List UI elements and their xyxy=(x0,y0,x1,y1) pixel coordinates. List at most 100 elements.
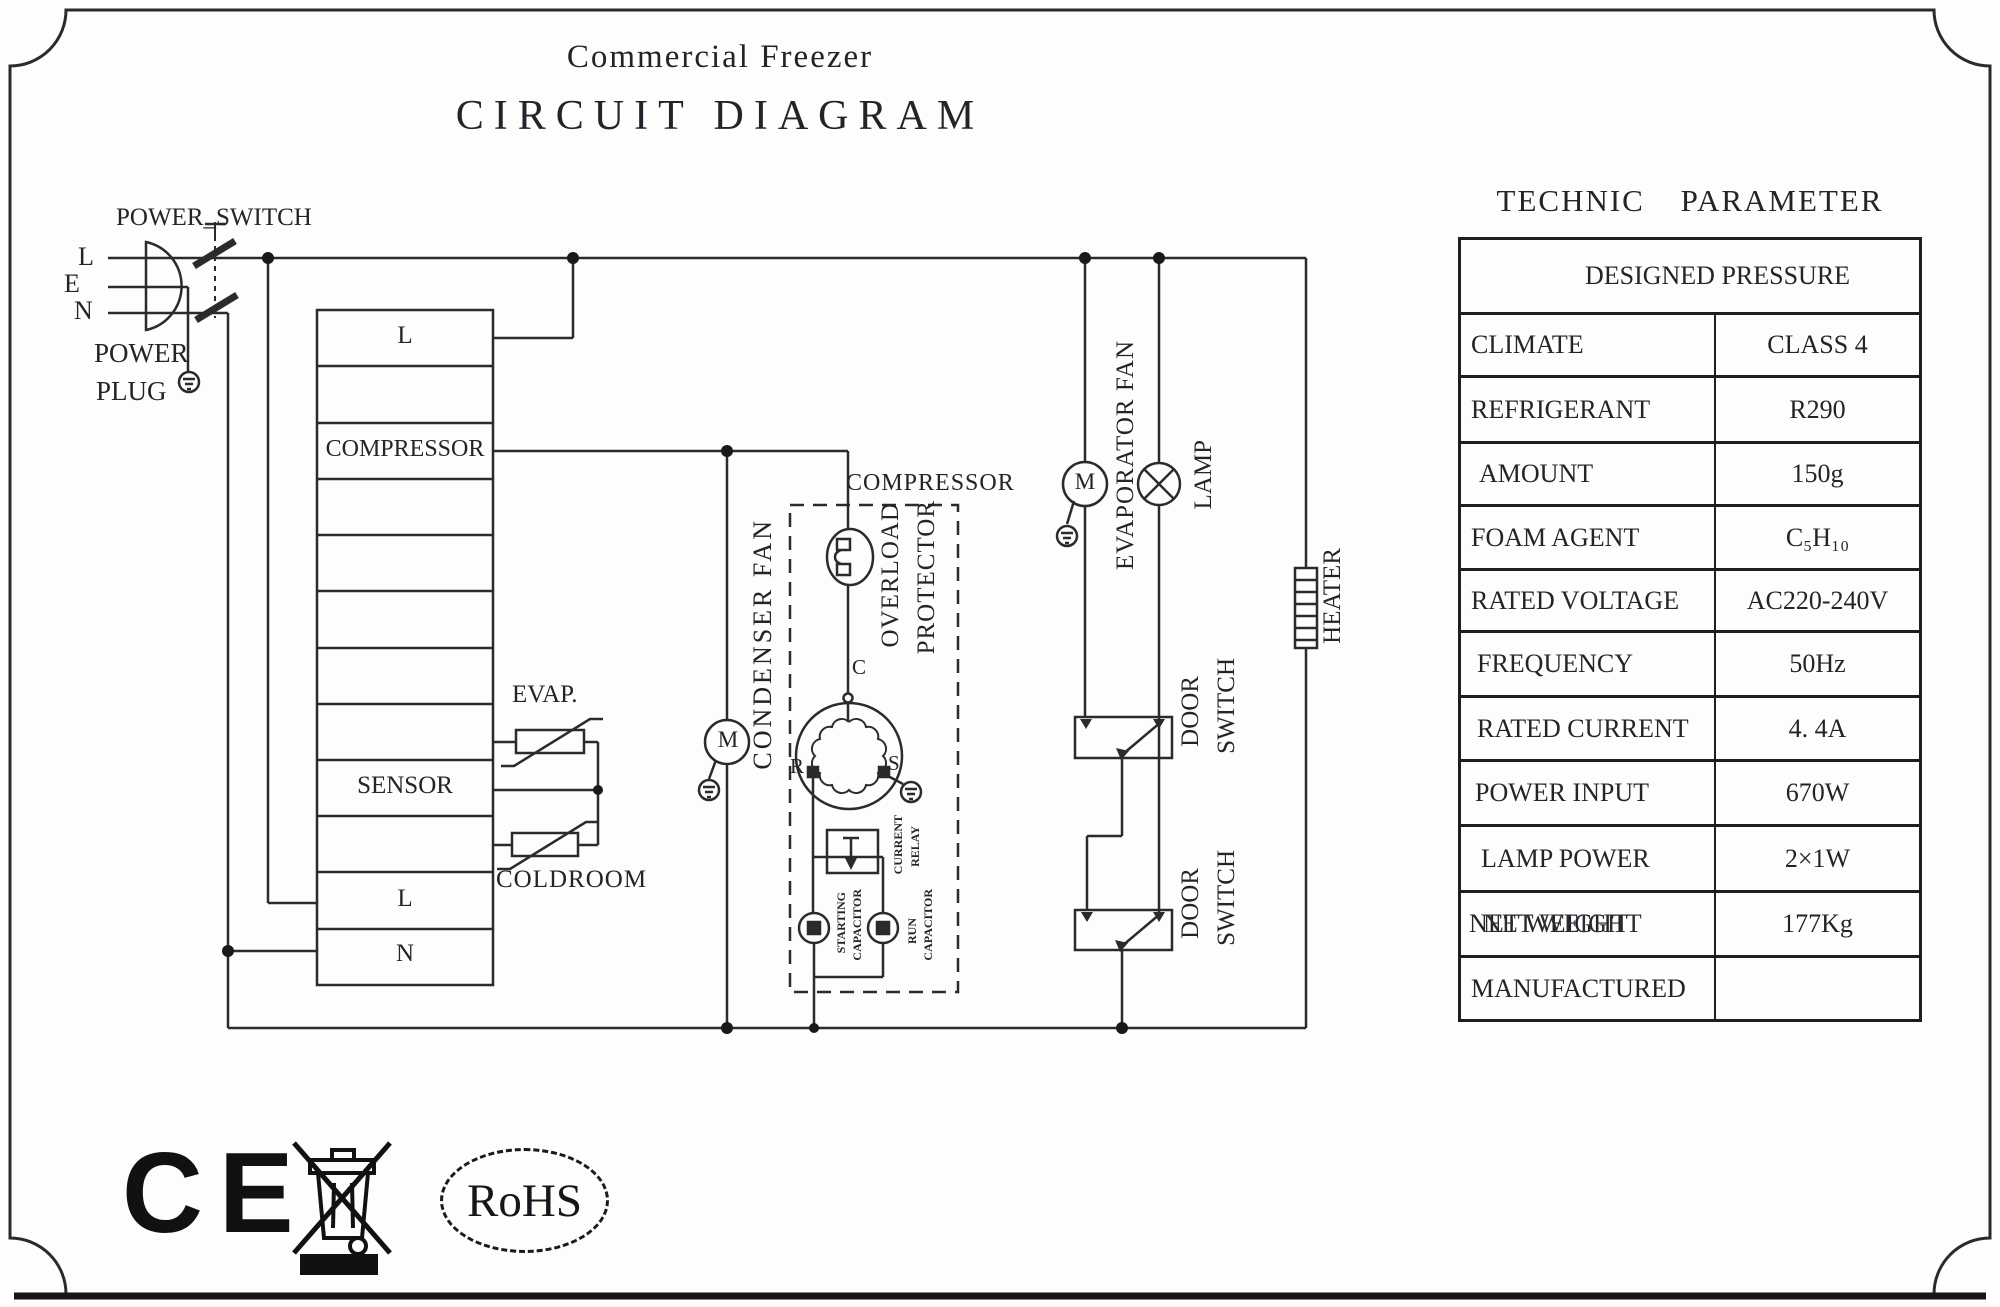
compressor-motor-icon xyxy=(794,692,904,811)
compressor-enclosure-box xyxy=(788,503,960,994)
sensor-wires xyxy=(493,742,600,845)
evaporator-thermistor-icon xyxy=(493,717,603,768)
power-switch-label: POWER_SWITCH xyxy=(116,204,312,231)
row-label: AMOUNT xyxy=(1461,444,1716,504)
heater-label: HEATER xyxy=(1319,548,1346,644)
capacitor-wires xyxy=(812,943,885,1028)
starting-capacitor-label-2: CAPACITOR xyxy=(850,889,864,961)
door-switch-link-wires xyxy=(1085,758,1124,910)
row-value: 2×1W xyxy=(1784,843,1851,873)
row-value: CLASS 4 xyxy=(1767,330,1868,359)
condenser-fan-ground-icon xyxy=(697,778,721,802)
terminal-s-label: S xyxy=(888,751,900,775)
row-label: LAMP POWER xyxy=(1461,827,1716,890)
power-plug-symbol xyxy=(108,240,190,371)
junction-dots xyxy=(222,252,1165,1034)
row-value: 4. 4A xyxy=(1788,713,1847,743)
evaporator-fan-ground-icon xyxy=(1055,524,1079,548)
overload-label-2: PROTECTOR xyxy=(913,500,940,655)
overload-protector-icon xyxy=(825,527,875,693)
row-value: 50Hz xyxy=(1789,649,1846,678)
row-value: 177Kg xyxy=(1782,909,1853,938)
row-value: C₅H₁₀ xyxy=(1785,522,1850,552)
block-row-l-top: L xyxy=(397,322,413,349)
tech-table-title: TECHNIC PARAMETER xyxy=(1496,183,1884,218)
condenser-fan-motor-icon xyxy=(703,718,751,780)
row-label: FOAM AGENT xyxy=(1461,507,1716,568)
table-row: REFRIGERANT R290 xyxy=(1461,375,1919,441)
table-row: RATED CURRENT 4. 4A xyxy=(1461,695,1919,759)
block-row-n: N xyxy=(395,940,415,967)
current-relay-label-2: RELAY xyxy=(908,826,922,867)
row-label: REFRIGERANT xyxy=(1461,378,1716,441)
rohs-mark-icon: RoHS xyxy=(440,1148,609,1253)
table-row-net-weight: NET WEIGHT NET WEIGHT 177Kg xyxy=(1461,890,1919,955)
row-value: R290 xyxy=(1789,394,1846,424)
row-label: RATED CURRENT xyxy=(1461,698,1716,759)
door-switch-1-label-1: DOOR xyxy=(1177,676,1204,747)
pin-l-label: L xyxy=(78,242,94,271)
row-value: 150g xyxy=(1791,459,1844,488)
row-label: POWER INPUT xyxy=(1461,762,1716,824)
run-capacitor-label-2: CAPACITOR xyxy=(921,889,935,961)
power-switch-symbol xyxy=(108,222,1306,323)
lamp-icon xyxy=(1136,258,1182,912)
page-border xyxy=(8,8,1992,1300)
row-value: AC220-240V xyxy=(1746,585,1889,615)
row-label-overprinted: NET WEIGHT NET WEIGHT xyxy=(1461,893,1716,955)
door-switch-1-icon xyxy=(1073,715,1174,760)
terminal-r-label: R xyxy=(790,754,805,778)
overload-label-1: OVERLOAD xyxy=(877,502,904,648)
weee-bin-icon xyxy=(292,1141,392,1275)
page-title: CIRCUIT DIAGRAM xyxy=(455,93,985,139)
net-weight-text-b: NET WEIGHT xyxy=(1483,909,1642,938)
table-row: RATED VOLTAGE AC220-240V xyxy=(1461,568,1919,630)
condenser-motor-letter: M xyxy=(717,727,739,752)
power-plug-ground-icon xyxy=(177,370,201,394)
starting-capacitor-icon xyxy=(797,911,831,945)
compressor-shell-ground-icon xyxy=(899,780,923,804)
compressor-wires xyxy=(493,449,850,1028)
page-subtitle: Commercial Freezer xyxy=(566,39,874,75)
table-row: LAMP POWER 2×1W xyxy=(1461,824,1919,890)
current-relay-label-1: CURRENT xyxy=(891,815,905,875)
pin-e-label: E xyxy=(64,269,80,298)
condenser-fan-label: CONDENSER FAN xyxy=(748,518,777,770)
pin-n-label: N xyxy=(74,296,93,325)
door-switch-2-label-1: DOOR xyxy=(1177,868,1204,939)
run-capacitor-icon xyxy=(866,911,900,945)
rohs-text: RoHS xyxy=(467,1174,582,1227)
evaporator-fan-motor-icon xyxy=(1061,258,1109,717)
current-relay-icon xyxy=(811,777,885,913)
table-row: FOAM AGENT C₅H₁₀ xyxy=(1461,504,1919,568)
block-row-sensor: SENSOR xyxy=(357,772,453,799)
coldroom-thermistor-label: COLDROOM xyxy=(496,866,648,893)
block-row-compressor: COMPRESSOR xyxy=(325,436,485,462)
terminal-block-symbol xyxy=(315,308,495,987)
run-capacitor-label-1: RUN xyxy=(905,918,919,944)
tech-table: DESIGNED PRESSURE CLIMATE CLASS 4 REFRIG… xyxy=(1458,237,1922,1022)
coldroom-thermistor-icon xyxy=(493,820,599,871)
evaporator-fan-label: EVAPORATOR FAN xyxy=(1112,340,1139,571)
evaporator-motor-letter: M xyxy=(1074,469,1096,494)
row-value: 670W xyxy=(1785,778,1850,807)
table-row: POWER INPUT 670W xyxy=(1461,759,1919,824)
net-weight-text-a: NET WEIGHT xyxy=(1469,909,1628,938)
designed-pressure-label: DESIGNED PRESSURE xyxy=(1584,261,1851,290)
row-label: MANUFACTURED xyxy=(1461,958,1716,1019)
row-label: CLIMATE xyxy=(1461,315,1716,375)
door-switch-2-icon xyxy=(1073,908,1174,1028)
door-switch-2-label-2: SWITCH xyxy=(1213,850,1240,946)
table-row: FREQUENCY 50Hz xyxy=(1461,630,1919,695)
compressor-section-label: COMPRESSOR xyxy=(846,470,1015,496)
table-row: CLIMATE CLASS 4 xyxy=(1461,312,1919,375)
power-plug-label-2: PLUG xyxy=(96,376,167,406)
starting-capacitor-label-1: STARTING xyxy=(834,892,848,954)
block-row-l-bottom: L xyxy=(397,885,413,912)
power-plug-label-1: POWER xyxy=(94,338,189,368)
lamp-label: LAMP xyxy=(1190,440,1217,510)
row-label: FREQUENCY xyxy=(1461,633,1716,695)
ce-mark-icon: CE xyxy=(122,1128,310,1257)
